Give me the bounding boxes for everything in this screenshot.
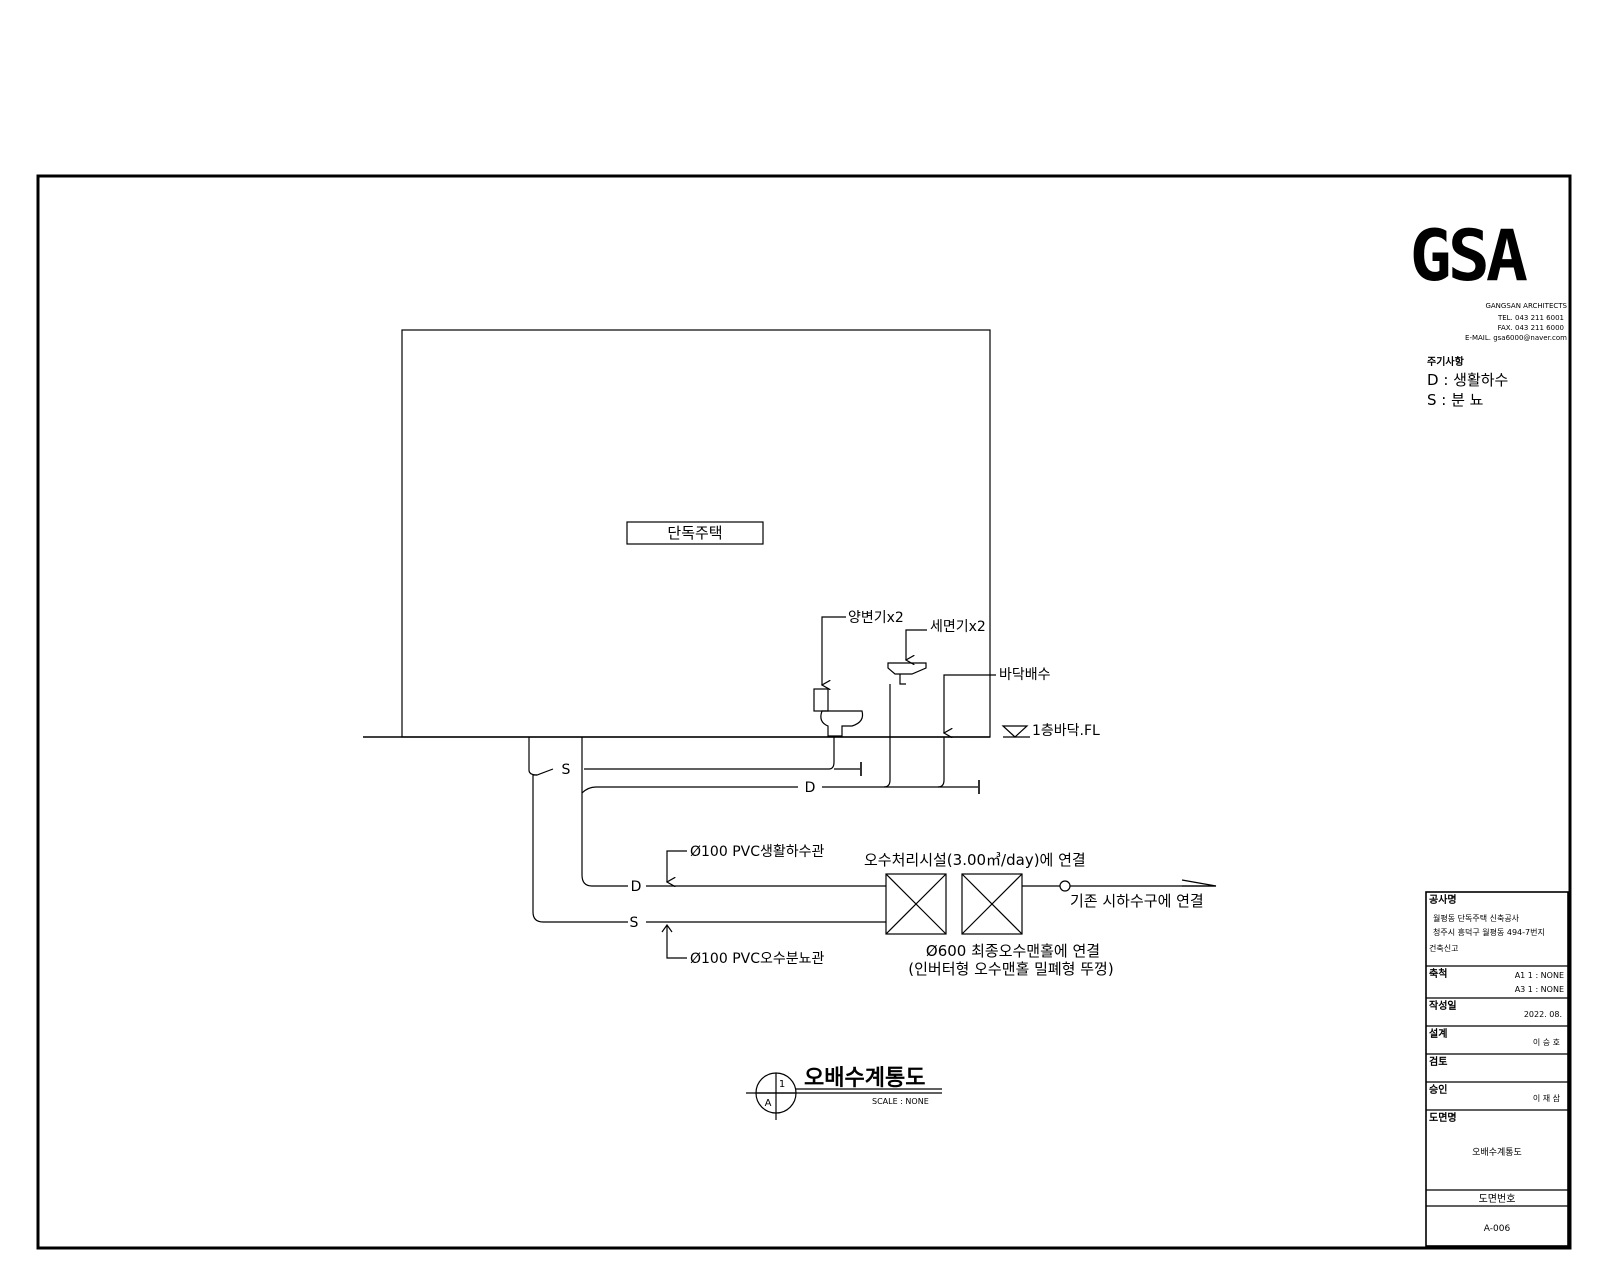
basin-leader xyxy=(906,629,927,660)
s-upper-label: S xyxy=(562,762,571,778)
treatment-tank-2 xyxy=(961,873,1023,935)
building-label: 단독주택 xyxy=(667,524,722,542)
treatment-tank-1 xyxy=(885,873,947,935)
tb-design-header: 설계 xyxy=(1429,1027,1447,1040)
tb-drawing-no: A-006 xyxy=(1484,1224,1511,1234)
d-pipe-upper xyxy=(581,786,798,794)
gsa-logo: GSA GANGSAN ARCHITECTS TEL. 043 211 6001… xyxy=(1410,215,1568,342)
floor-drain-label: 바닥배수 xyxy=(999,667,1051,683)
tb-drawing-name: 오배수계통도 xyxy=(1472,1146,1522,1158)
building-label-box xyxy=(626,521,764,545)
detail-sheet: A xyxy=(765,1098,772,1109)
sewer-label: 기존 시하수구에 연결 xyxy=(1070,892,1204,910)
tb-drawing-no-header: 도면번호 xyxy=(1479,1193,1516,1205)
s-lower-label: S xyxy=(630,915,639,931)
tb-design-value: 이 승 호 xyxy=(1533,1037,1560,1047)
d-pipe-vertical xyxy=(581,737,628,887)
outlet-node xyxy=(1059,880,1071,892)
detail-number: 1 xyxy=(779,1079,785,1090)
pvc-d-label: Ø100 PVC생활하수관 xyxy=(690,844,825,860)
logo-tel: TEL. 043 211 6001 xyxy=(1497,314,1564,322)
s-pipe-vertical xyxy=(532,774,628,923)
tb-project-name: 월평동 단독주택 신축공사 xyxy=(1433,913,1520,923)
d-upper-label: D xyxy=(805,780,816,796)
basin-riser xyxy=(883,684,891,788)
logo-mark: GSA xyxy=(1410,215,1528,297)
floor-drain-leader xyxy=(944,674,996,733)
tb-date-value: 2022. 08. xyxy=(1524,1010,1562,1019)
s-pipe-upper xyxy=(584,737,835,770)
notes-title: 주기사항 xyxy=(1427,355,1465,368)
notes-line-s: S : 분 뇨 xyxy=(1427,391,1484,409)
pvc-s-label: Ø100 PVC오수분뇨관 xyxy=(690,951,825,967)
logo-fax: FAX. 043 211 6000 xyxy=(1498,324,1564,332)
toilet-label: 양변기x2 xyxy=(848,610,904,626)
title-block: 공사명 월평동 단독주택 신축공사 청주시 흥덕구 월평동 494-7번지 건축… xyxy=(1425,891,1569,1247)
floor-level-marker: 1층바닥.FL xyxy=(1001,723,1100,739)
tb-date-header: 작성일 xyxy=(1429,999,1457,1012)
detail-scale: SCALE : NONE xyxy=(872,1097,929,1106)
floor-drain-riser xyxy=(937,737,945,788)
basin-label: 세면기x2 xyxy=(930,619,986,635)
detail-tag: 1 A 오배수계통도 SCALE : NONE xyxy=(746,1066,942,1120)
tb-project-header: 공사명 xyxy=(1429,893,1457,906)
tb-review-header: 검토 xyxy=(1429,1056,1447,1068)
toilet-leader xyxy=(822,616,846,685)
tb-scale-header: 축척 xyxy=(1429,967,1447,980)
manhole-label-1: Ø600 최종오수맨홀에 연결 xyxy=(926,942,1100,960)
tb-drawing-name-header: 도면명 xyxy=(1429,1111,1457,1124)
tb-project-address: 청주시 흥덕구 월평동 494-7번지 xyxy=(1433,927,1545,937)
manhole-label-2: (인버터형 오수맨홀 밀폐형 뚜껑) xyxy=(908,960,1113,978)
tb-scale-a1: A1 1 : NONE xyxy=(1515,971,1564,980)
logo-email: E-MAIL. gsa6000@naver.com xyxy=(1465,334,1567,342)
notes: 주기사항 D : 생활하수 S : 분 뇨 xyxy=(1427,355,1508,409)
pvc-d-leader xyxy=(667,850,687,882)
outlet-arrow xyxy=(1181,879,1217,887)
tb-approval-header: 승인 xyxy=(1429,1083,1447,1096)
tb-approval-value: 이 재 삼 xyxy=(1533,1093,1561,1103)
toilet-icon xyxy=(813,688,864,737)
logo-company: GANGSAN ARCHITECTS xyxy=(1485,302,1567,310)
basin-icon xyxy=(887,662,927,685)
treatment-label: 오수처리시설(3.00㎥/day)에 연결 xyxy=(864,851,1086,869)
tb-project-type: 건축신고 xyxy=(1429,943,1458,953)
drawing-border xyxy=(36,174,1572,1250)
tb-scale-a3: A3 1 : NONE xyxy=(1515,985,1564,994)
notes-line-d: D : 생활하수 xyxy=(1427,371,1508,389)
pvc-s-leader xyxy=(666,926,687,959)
detail-title: 오배수계통도 xyxy=(804,1066,925,1091)
floor-level-label: 1층바닥.FL xyxy=(1032,723,1100,739)
d-lower-label: D xyxy=(631,879,642,895)
s-pipe-drop xyxy=(528,737,554,776)
